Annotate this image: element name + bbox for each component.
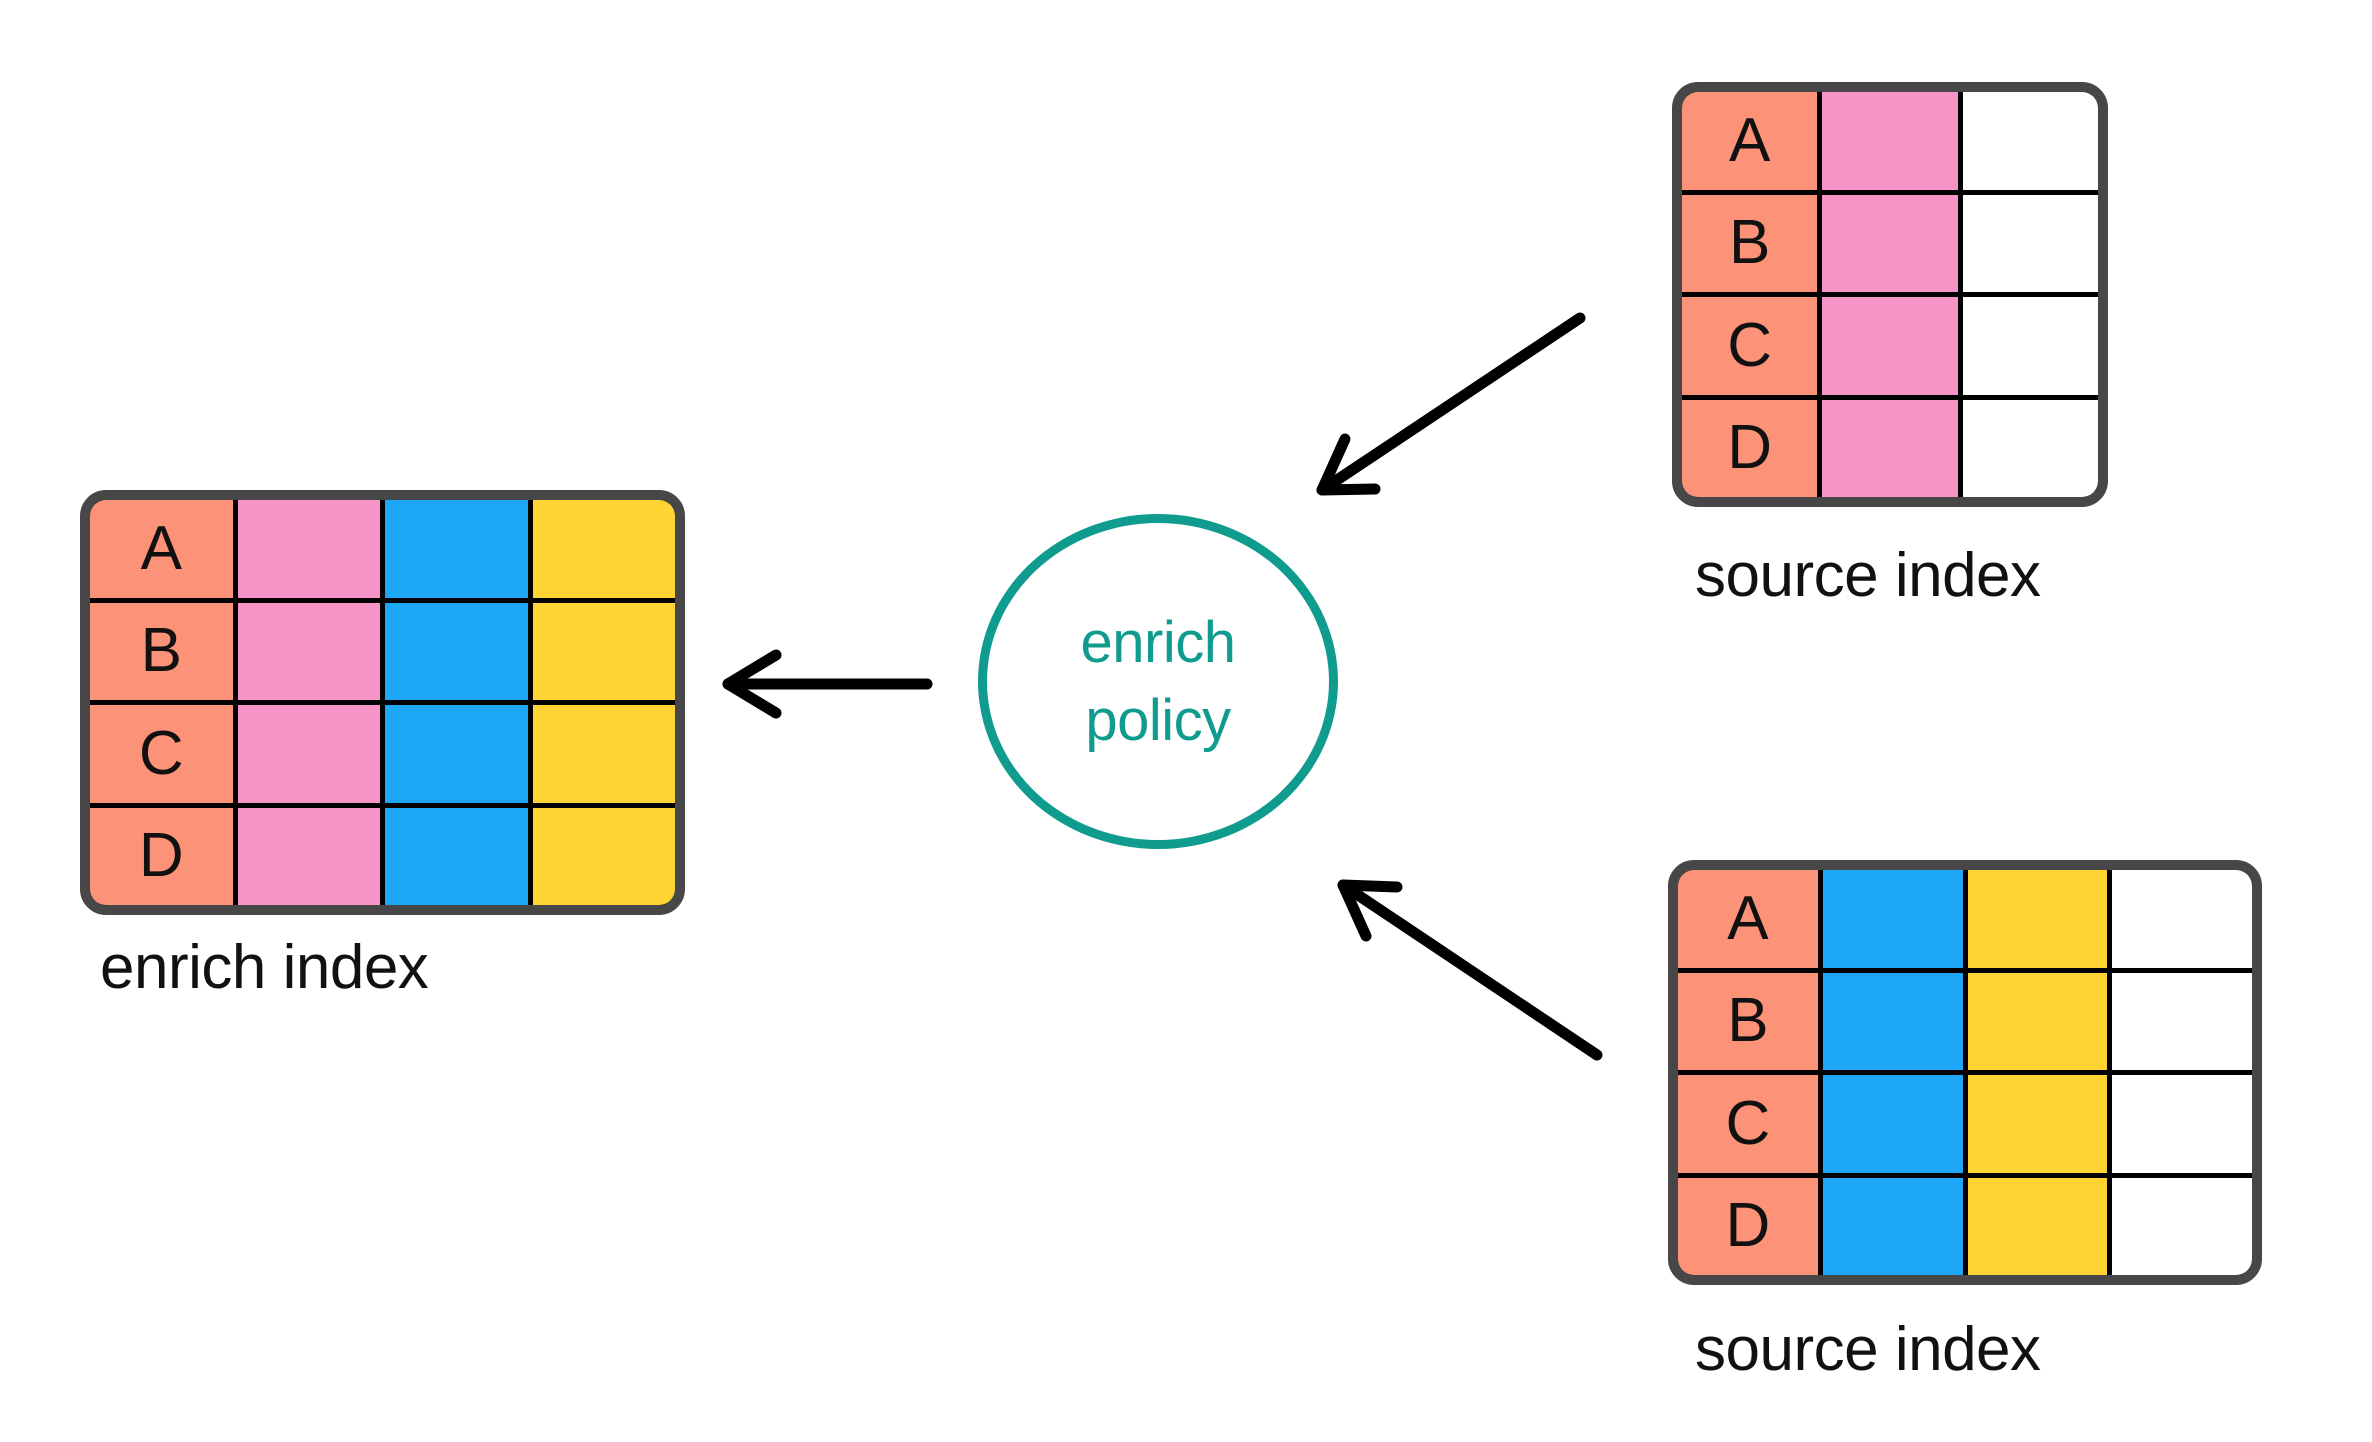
row-label-c: C [1727,310,1773,380]
pink-cell [1822,92,1958,190]
key-cell-d: D [1678,1177,1818,1275]
yellow-cell [1967,1177,2108,1275]
source-index-caption-bottom: source index [1695,1315,2041,1384]
enrich-index-caption: enrich index [100,933,429,1002]
pink-cell [1822,297,1958,395]
row-label-a: A [140,513,182,583]
key-cell-a: A [90,500,233,598]
key-cell-d: D [1682,399,1818,497]
yellow-cell [532,500,675,598]
key-cell-a: A [1682,92,1818,190]
pink-cell [1822,399,1958,497]
empty-cell [2112,1177,2252,1275]
yellow-cell [532,807,675,905]
blue-cell [385,705,528,803]
source-index-caption-top: source index [1695,541,2041,610]
key-cell-c: C [90,705,233,803]
empty-cell [1962,194,2098,292]
key-cell-b: B [1682,194,1818,292]
row-label-b: B [1728,208,1771,278]
empty-cell [1962,92,2098,190]
pink-cell [1822,194,1958,292]
yellow-cell [532,705,675,803]
row-label-c: C [1725,1088,1771,1158]
blue-cell [385,602,528,700]
blue-cell [385,807,528,905]
source-index-table-bottom: A B C D [1668,860,2262,1285]
pink-cell [237,807,380,905]
row-label-d: D [1725,1191,1771,1261]
enrich-policy-circle: enrich policy [978,514,1338,849]
arrow-policy-to-enrich-index [722,649,933,719]
key-cell-b: B [90,602,233,700]
empty-cell [2112,1075,2252,1173]
arrow-bottom-source-to-policy [1337,879,1603,1061]
empty-cell [2112,870,2252,968]
row-label-a: A [1727,883,1769,953]
empty-cell [2112,972,2252,1070]
pink-cell [237,705,380,803]
enrich-index-table: A B C D [80,490,685,915]
blue-cell [1822,1075,1963,1173]
policy-label-line1: enrich [1080,609,1236,675]
row-label-d: D [138,821,184,891]
blue-cell [1822,1177,1963,1275]
blue-cell [385,500,528,598]
pink-cell [237,602,380,700]
row-label-d: D [1727,413,1773,483]
key-cell-a: A [1678,870,1818,968]
arrow-top-source-to-policy [1316,312,1586,496]
yellow-cell [532,602,675,700]
row-label-b: B [1727,986,1769,1056]
row-label-b: B [140,616,182,686]
policy-label-line2: policy [1085,687,1231,753]
blue-cell [1822,972,1963,1070]
yellow-cell [1967,972,2108,1070]
row-label-c: C [138,718,184,788]
blue-cell [1822,870,1963,968]
key-cell-c: C [1678,1075,1818,1173]
yellow-cell [1967,1075,2108,1173]
yellow-cell [1967,870,2108,968]
empty-cell [1962,399,2098,497]
key-cell-d: D [90,807,233,905]
key-cell-c: C [1682,297,1818,395]
key-cell-b: B [1678,972,1818,1070]
row-label-a: A [1728,105,1771,175]
empty-cell [1962,297,2098,395]
pink-cell [237,500,380,598]
source-index-table-top: A B C D [1672,82,2108,507]
